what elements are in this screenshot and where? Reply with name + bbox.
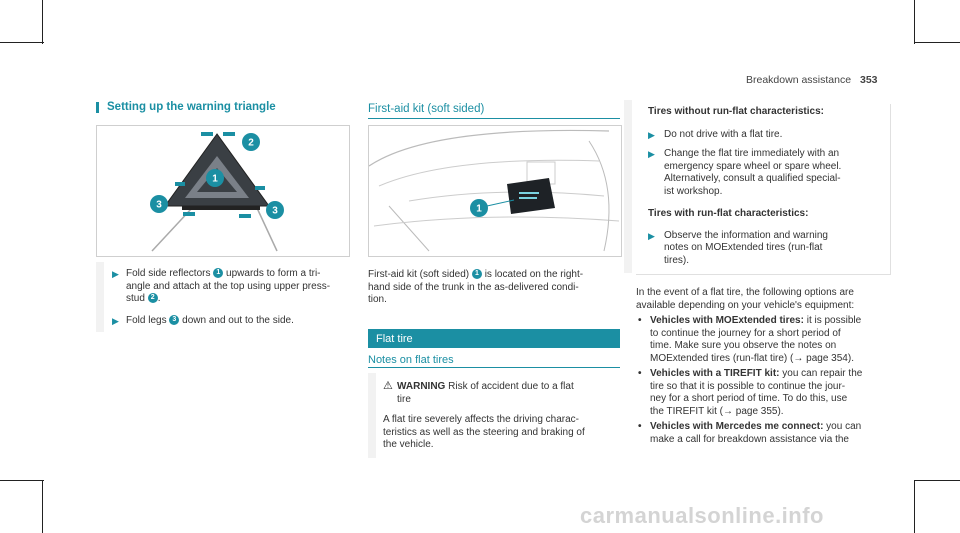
warning-triangle-figure: 2 1 3 3 (96, 125, 350, 257)
tires-box (636, 104, 891, 275)
box-step: ▶ Do not drive with a flat tire. (648, 128, 783, 140)
badge: 1 (213, 268, 224, 279)
section-title-flat-tire: Flat tire (376, 333, 413, 345)
warning-icon: ⚠ (383, 380, 393, 392)
badge: 3 (169, 314, 180, 325)
tires-box-content: Tires without run-flat characteristics: … (648, 106, 888, 267)
steps-bar (96, 262, 104, 332)
title-underline (368, 118, 620, 119)
page-link[interactable]: MOExtended tires (run-flat tire) (→ page… (650, 352, 854, 364)
watermark: carmanualsonline.info (580, 503, 824, 528)
bullet: • (638, 421, 642, 432)
bullet: • (638, 315, 642, 326)
box-step: ▶ Observe the information and warning no… (648, 229, 828, 266)
warning-box: ⚠ WARNING Risk of accident due to a flat… (383, 380, 619, 452)
crop-mark (914, 480, 915, 533)
step-2: ▶ Fold legs 3 down and out to the side. (112, 314, 294, 326)
step-1: ▶ Fold side reflectors 1 upwards to form… (112, 268, 331, 304)
step-arrow-icon: ▶ (648, 149, 655, 159)
badge: 2 (147, 293, 158, 304)
crop-mark (42, 0, 43, 44)
tires-with-runflat-title: Tires with run-flat characteristics: (648, 208, 809, 219)
step-arrow-icon: ▶ (112, 315, 119, 326)
badge: 1 (471, 269, 482, 280)
page-link[interactable]: the TIREFIT kit (→ page 355). (650, 405, 784, 417)
flat-tire-intro: In the event of a flat tire, the followi… (636, 287, 855, 311)
crop-mark (0, 42, 44, 43)
crop-mark (0, 480, 44, 481)
callout-3-right: 3 (272, 206, 278, 217)
flat-tire-heading-bar (368, 329, 620, 348)
option-tirefit: • Vehicles with a TIREFIT kit: you can r… (638, 368, 863, 417)
section-name: Breakdown assistance (746, 74, 852, 86)
crop-mark (914, 480, 960, 481)
first-aid-kit-figure: 1 (368, 125, 622, 257)
warning-heading: ⚠ WARNING Risk of accident due to a flat… (383, 380, 574, 405)
title-underline (368, 367, 620, 368)
step-list: ▶ Fold side reflectors 1 upwards to form… (112, 268, 348, 327)
warning-body: A flat tire severely affects the driving… (383, 414, 585, 450)
options-list: • Vehicles with MOExtended tires: it is … (636, 315, 898, 446)
section-title-first-aid-kit: First-aid kit (soft sided) (368, 103, 485, 115)
option-mercedes-me: • Vehicles with Mercedes me connect: you… (638, 421, 862, 445)
section-marker (96, 102, 99, 113)
crop-mark (42, 480, 43, 533)
step-arrow-icon: ▶ (648, 230, 655, 241)
section-title-warning-triangle: Setting up the warning triangle (107, 101, 276, 113)
bullet: • (638, 368, 642, 379)
running-header: Breakdown assistance 353 (746, 74, 878, 86)
step-arrow-icon: ▶ (648, 129, 655, 140)
callout-1: 1 (476, 204, 482, 215)
callout-3-left: 3 (156, 200, 162, 211)
callout-1: 1 (212, 174, 218, 185)
warning-triangle-illustration: 2 1 3 3 (150, 132, 284, 252)
warning-box-bar (368, 373, 376, 458)
trunk-illustration: 1 (369, 129, 620, 252)
page-number: 353 (859, 74, 878, 86)
tires-box-bar (624, 100, 632, 273)
callout-2: 2 (248, 138, 254, 149)
tires-without-runflat-title: Tires without run-flat characteristics: (648, 106, 824, 117)
subsection-title-notes: Notes on flat tires (368, 354, 454, 366)
step-arrow-icon: ▶ (112, 269, 119, 279)
crop-mark (914, 0, 915, 44)
first-aid-paragraph: First-aid kit (soft sided) 1 is located … (368, 269, 584, 305)
crop-mark (914, 42, 960, 43)
box-step: ▶ Change the flat tire immediately with … (648, 148, 842, 197)
option-moextended: • Vehicles with MOExtended tires: it is … (638, 315, 862, 364)
